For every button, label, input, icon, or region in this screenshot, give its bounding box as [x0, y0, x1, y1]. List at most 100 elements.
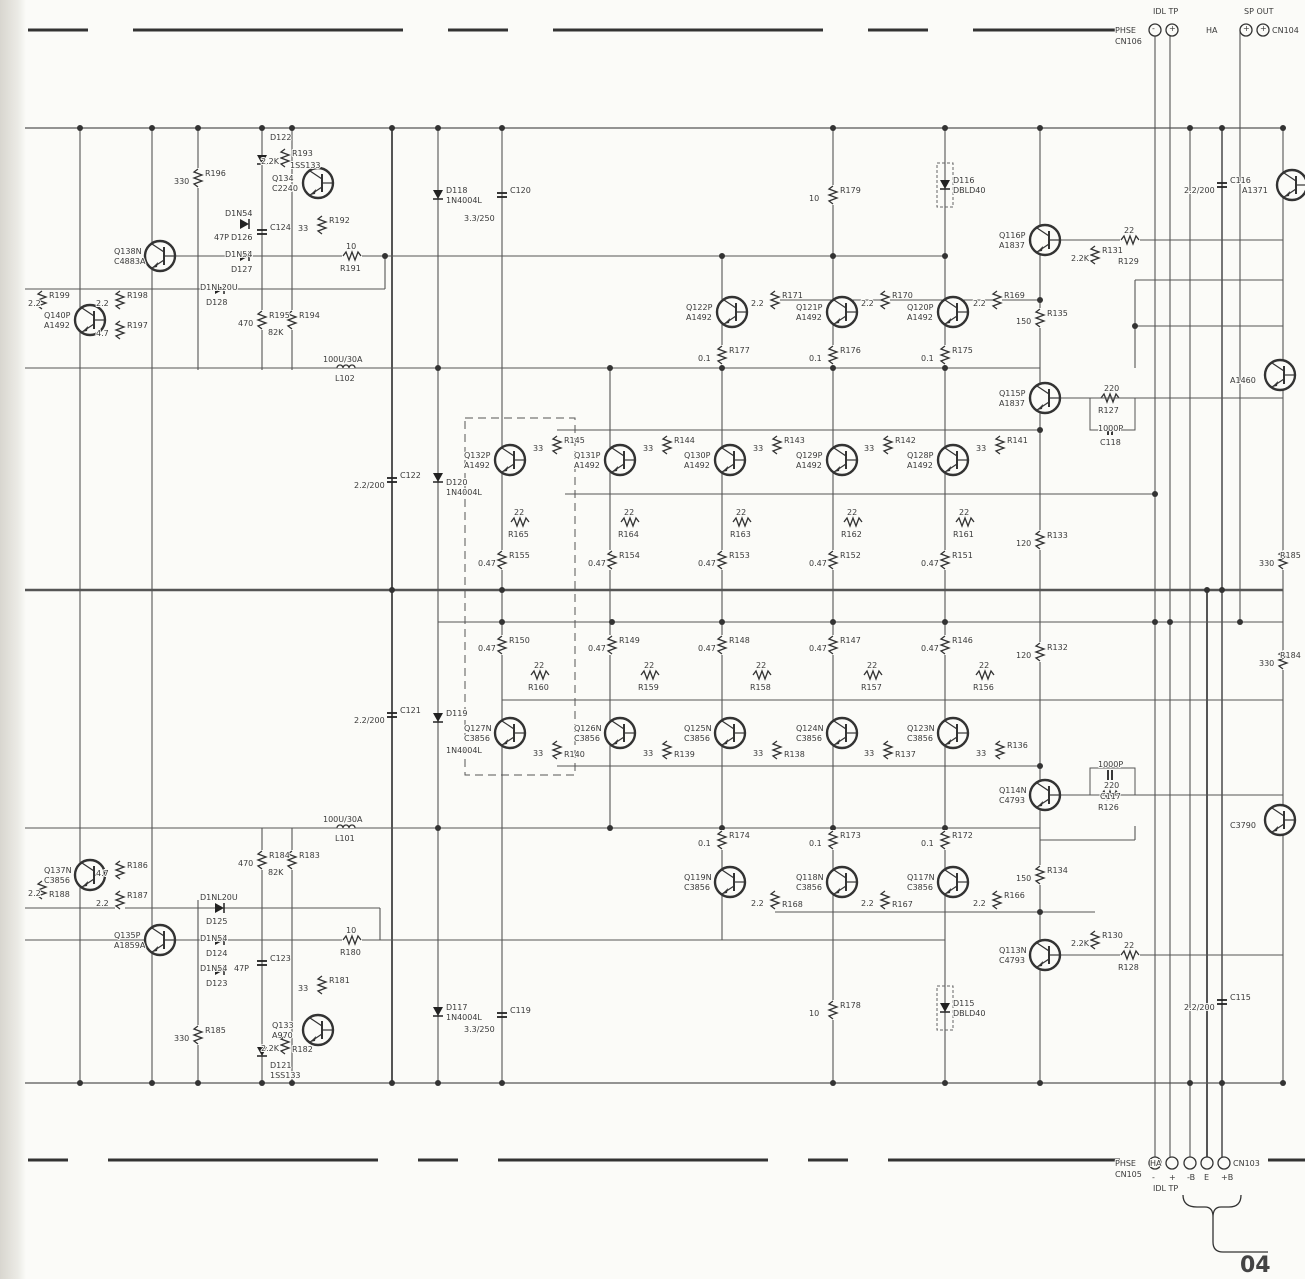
resistor-value: 22: [847, 508, 857, 517]
resistor-gap: [992, 890, 1002, 910]
resistor-ref: R180: [340, 948, 361, 957]
resistor-gap: [510, 517, 530, 527]
junction-dot: [1204, 587, 1210, 593]
junction-dot: [1037, 125, 1043, 131]
resistor-value: 2.2K: [1071, 254, 1090, 263]
junction-dot: [607, 365, 613, 371]
transistor-arrow: [834, 739, 840, 745]
resistor-ref: R197: [127, 321, 148, 330]
resistor-symbol: [1277, 650, 1289, 670]
diode-symbol: [433, 190, 443, 199]
diode-part: D1NL20U: [200, 893, 238, 902]
resistor-symbol: [496, 550, 508, 570]
transistor-collector: [81, 862, 95, 872]
diode-part: 1SS133: [290, 161, 321, 170]
resistor-ref: R194: [299, 311, 320, 320]
resistor-symbol: [551, 740, 563, 760]
resistor-ref: R198: [127, 291, 148, 300]
resistor-ref: R178: [840, 1001, 861, 1010]
transistor-ref: Q119N: [684, 873, 712, 882]
resistor-symbol: [1089, 245, 1101, 265]
capacitor-value: 2.2/200: [354, 716, 385, 725]
resistor-ref: R153: [729, 551, 750, 560]
transistor-arrow: [310, 189, 316, 195]
resistor-symbol: [661, 435, 673, 455]
connector-sign: +B: [1221, 1173, 1233, 1182]
transistor-collector: [309, 1017, 323, 1027]
diode-ref: D128: [206, 298, 227, 307]
resistor-ref: R181: [329, 976, 350, 985]
resistor-ref: R133: [1047, 531, 1068, 540]
resistor-ref: R184: [269, 851, 290, 860]
diode-symbol: [240, 219, 249, 229]
resistor-ref: R172: [952, 831, 973, 840]
diode-ref: D123: [206, 979, 227, 988]
capacitor-value: 47P: [234, 964, 249, 973]
resistor-gap: [317, 215, 327, 235]
connector-ref: CN104: [1272, 26, 1299, 35]
resistor-value: 33: [643, 749, 653, 758]
junction-dot: [719, 253, 725, 259]
transistor-symbol: [713, 716, 747, 750]
resistor-value: 22: [534, 661, 544, 670]
junction-dot: [382, 253, 388, 259]
transistor-part: C4793: [999, 796, 1025, 805]
scan-edge: [0, 0, 26, 1279]
junction-dot: [389, 1080, 395, 1086]
resistor-symbol: [994, 740, 1006, 760]
diode-symbol: [433, 713, 443, 722]
resistor-value: 470: [238, 859, 253, 868]
resistor-symbol: [342, 250, 362, 262]
transistor-collector: [309, 170, 323, 180]
connector-sign: E: [1204, 1173, 1209, 1182]
resistor-value: 33: [864, 444, 874, 453]
resistor-ref: R135: [1047, 309, 1068, 318]
resistor-ref: R195: [269, 311, 290, 320]
junction-dot: [830, 365, 836, 371]
transistor-collector: [833, 720, 847, 730]
resistor-symbol: [752, 669, 772, 681]
resistor-gap: [1120, 235, 1140, 245]
resistor-symbol: [620, 516, 640, 528]
inductor-ref: L102: [335, 374, 355, 383]
resistor-value: 0.1: [698, 354, 711, 363]
transistor-arrow: [82, 881, 88, 887]
resistor-symbol: [1120, 234, 1140, 246]
resistor-symbol: [192, 1025, 204, 1045]
transistor-symbol: [143, 239, 177, 273]
transistor-collector: [833, 299, 847, 309]
transistor-collector: [1036, 782, 1050, 792]
resistor-gap: [193, 168, 203, 188]
connector-pin: [1239, 23, 1253, 37]
junction-dot: [289, 1080, 295, 1086]
transistor-arrow: [834, 888, 840, 894]
transistor-arrow: [1037, 404, 1043, 410]
resistor-gap: [995, 435, 1005, 455]
transistor-ref: Q127N: [464, 724, 492, 733]
junction-dot: [942, 365, 948, 371]
resistor-ref: R138: [784, 750, 805, 759]
resistor-symbol: [882, 435, 894, 455]
resistor-gap: [843, 517, 863, 527]
inductor-symbol: [336, 364, 356, 369]
capacitor-value: 1000P: [1098, 760, 1123, 769]
transistor-collector: [721, 447, 735, 457]
diode-part: 1N4004L: [446, 1013, 482, 1022]
resistor-gap: [497, 635, 507, 655]
transistor-part: A1492: [574, 461, 600, 470]
connector-pin: [1148, 1156, 1162, 1170]
transistor-ref: Q124N: [796, 724, 824, 733]
junction-dot: [1187, 1080, 1193, 1086]
connector-sign: +: [1169, 1173, 1176, 1182]
resistor-ref: R171: [782, 291, 803, 300]
connector-pin: [1183, 1156, 1197, 1170]
junction-dot: [389, 587, 395, 593]
resistor-gap: [717, 345, 727, 365]
transistor-ref: Q134: [272, 174, 294, 183]
transistor-arrow: [1037, 801, 1043, 807]
resistor-value: 470: [238, 319, 253, 328]
connector-pin: [1148, 23, 1162, 37]
resistor-gap: [883, 435, 893, 455]
diode-symbol: [215, 965, 224, 975]
